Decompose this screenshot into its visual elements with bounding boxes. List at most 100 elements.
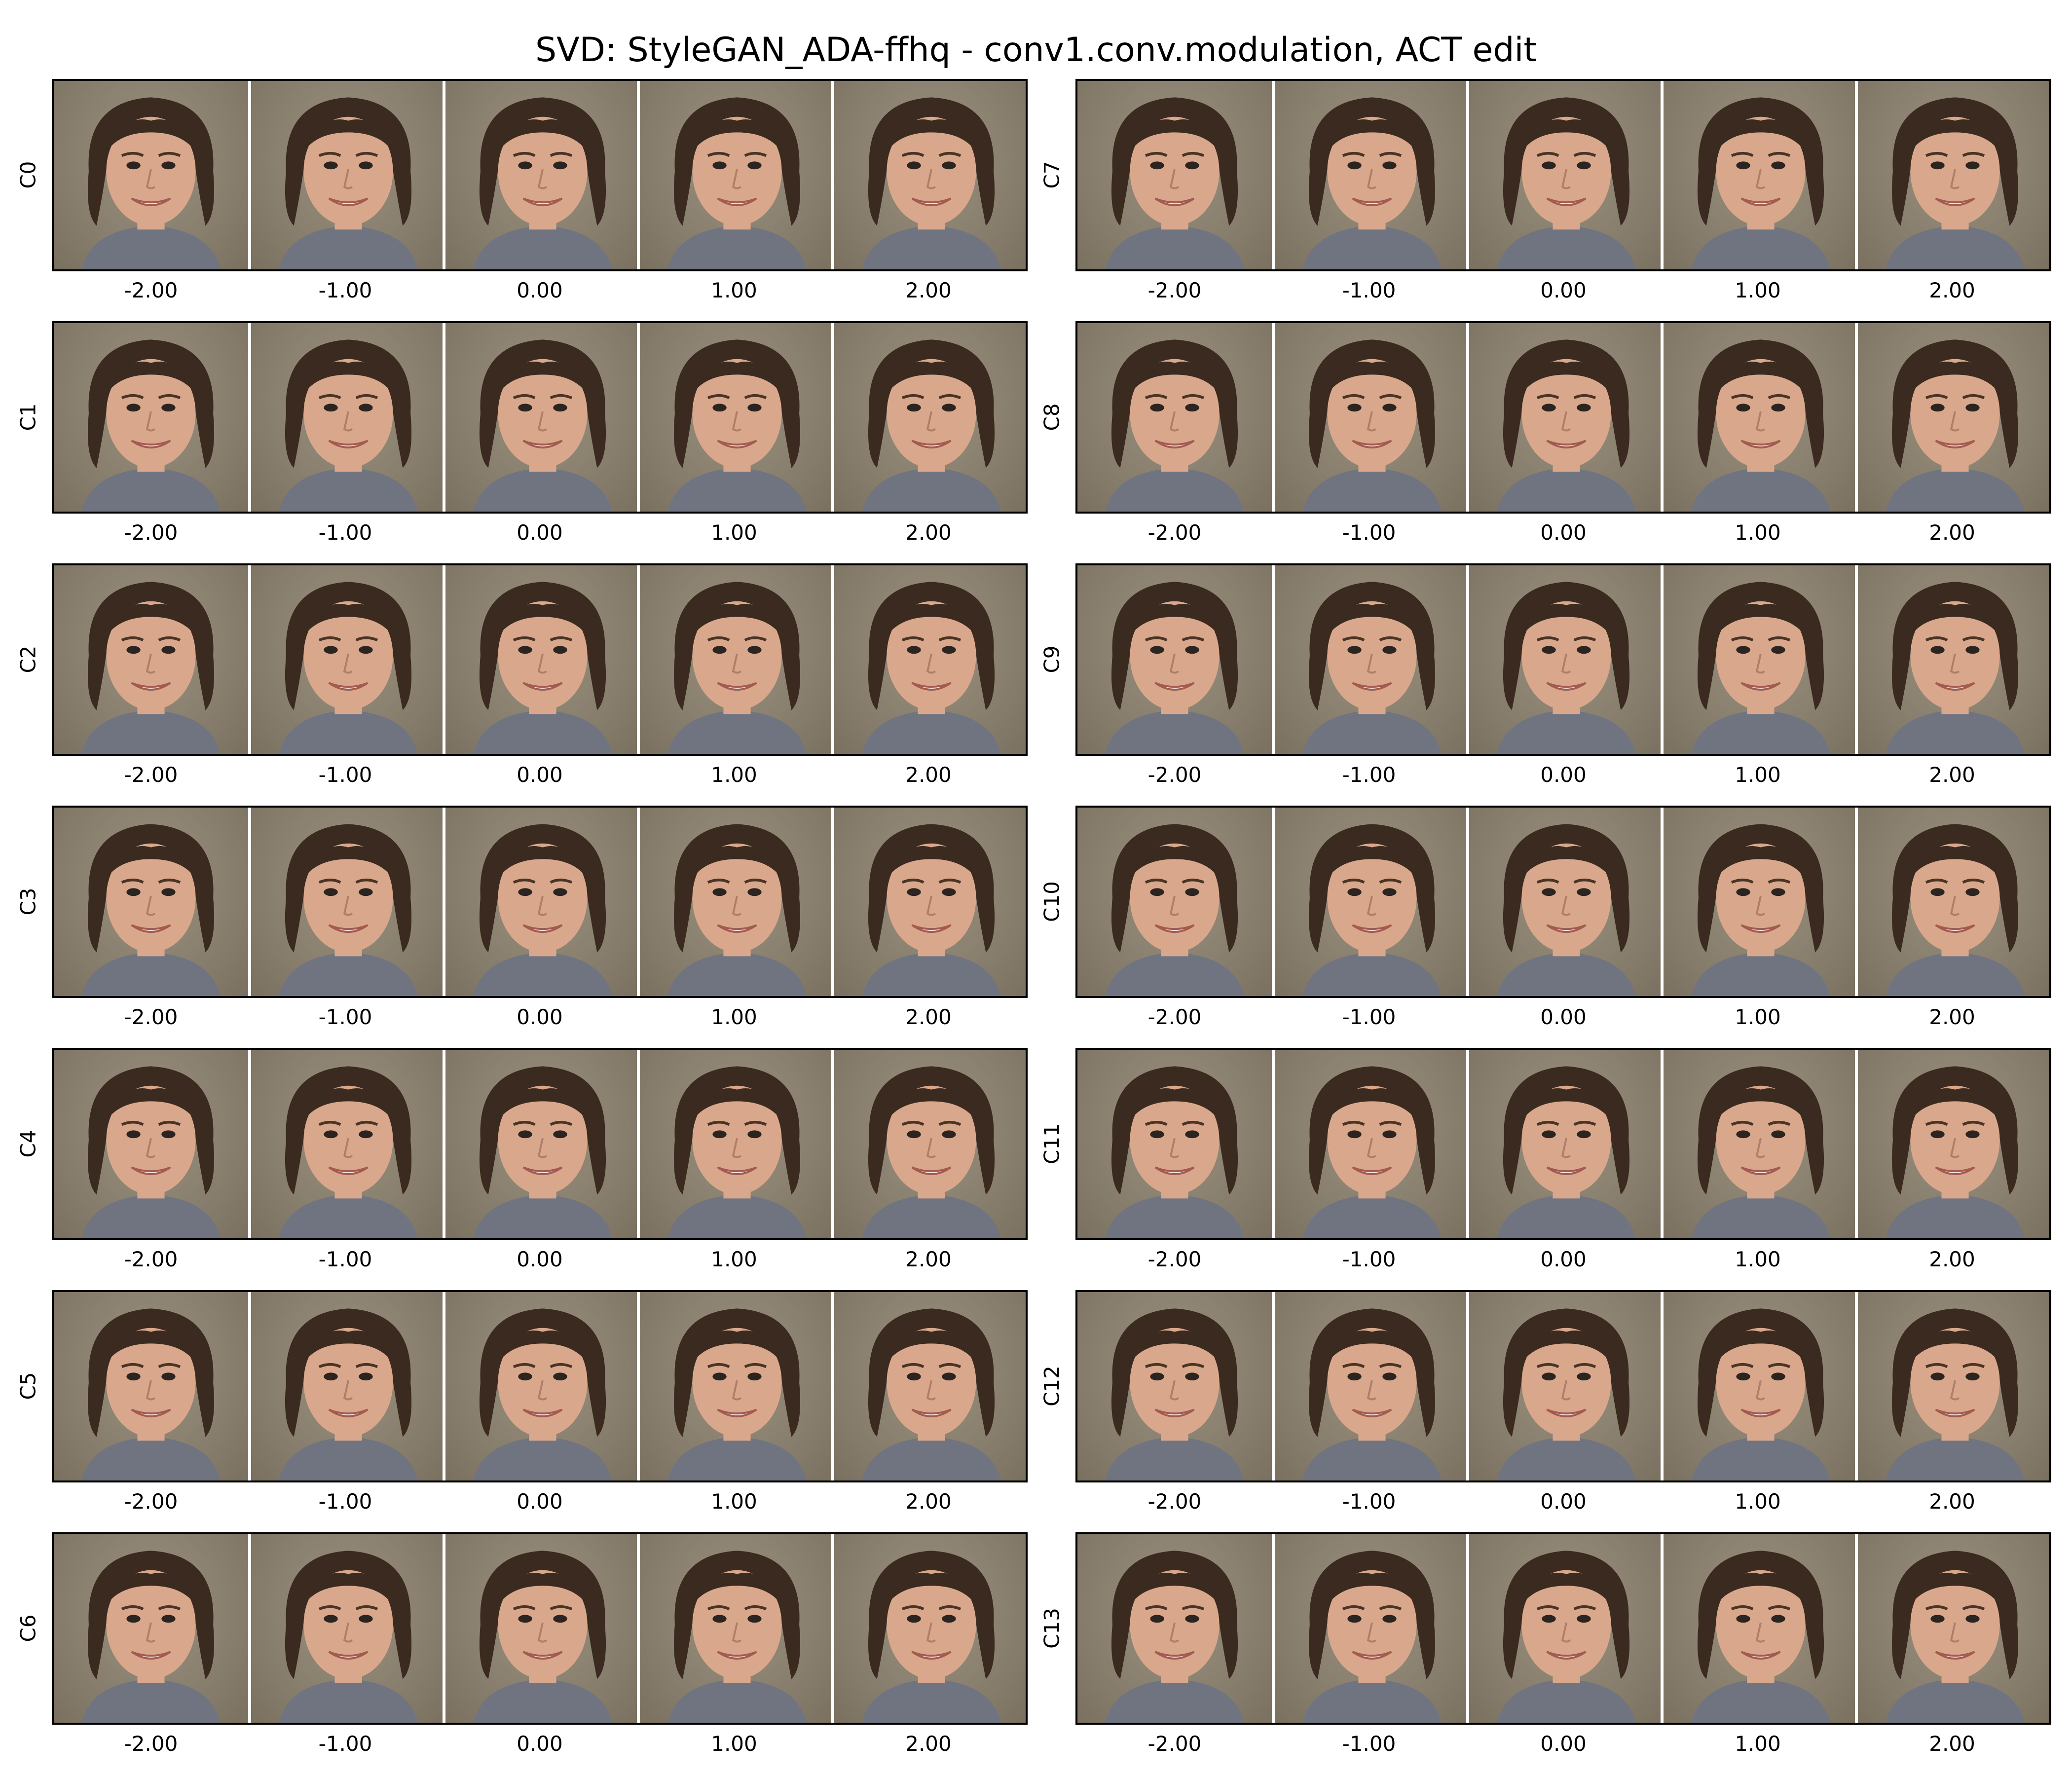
image-cell [637, 808, 834, 996]
image-cell [54, 1050, 248, 1238]
face-photo [473, 1066, 612, 1238]
component-row: C3 [16, 806, 1028, 1042]
component-row: C11 [1040, 1048, 2051, 1285]
tick-label: 0.00 [517, 1489, 563, 1514]
image-cell [831, 1050, 1026, 1238]
tick-label: 2.00 [905, 1489, 952, 1514]
face-photo [1691, 824, 1830, 996]
tick-label: -1.00 [1342, 520, 1396, 545]
image-cell [1466, 81, 1664, 269]
image-strip [1075, 1532, 2051, 1725]
tick-label: 2.00 [1929, 520, 1975, 545]
row-label: C10 [1039, 881, 1064, 922]
tick-label: -1.00 [318, 1005, 372, 1029]
image-cell [1855, 1292, 2049, 1480]
tick-label: 0.00 [517, 278, 563, 302]
image-strip [52, 563, 1028, 756]
face-photo [1302, 339, 1442, 512]
face-photo [1497, 1551, 1636, 1723]
face-photo [1105, 1066, 1244, 1238]
face-photo [1302, 824, 1442, 996]
face-photo [1497, 1066, 1636, 1238]
tick-label: -1.00 [318, 520, 372, 545]
tick-label: 0.00 [517, 1732, 563, 1756]
image-cell [248, 1534, 445, 1723]
image-cell [1077, 323, 1272, 512]
image-cell [637, 1050, 834, 1238]
row-label: C3 [16, 888, 40, 916]
face-photo [279, 824, 418, 996]
tick-label: 0.00 [517, 520, 563, 545]
image-cell [1855, 1534, 2049, 1723]
row-label: C5 [16, 1372, 40, 1400]
face-photo [81, 824, 221, 996]
image-cell [248, 81, 445, 269]
face-photo [473, 1551, 612, 1723]
tick-label: 0.00 [1540, 763, 1587, 787]
tick-label: -2.00 [124, 1489, 178, 1514]
image-cell [1272, 565, 1469, 754]
tick-label: 1.00 [1735, 1489, 1781, 1514]
tick-label: 2.00 [905, 763, 952, 787]
image-strip [52, 1048, 1028, 1240]
image-cell [831, 1292, 1026, 1480]
image-cell [1077, 565, 1272, 754]
face-photo [667, 824, 807, 996]
image-cell [248, 808, 445, 996]
face-photo [81, 339, 221, 512]
face-photo [1105, 339, 1244, 512]
component-row: C0 [16, 79, 1028, 316]
face-photo [1497, 582, 1636, 754]
image-cell [1661, 808, 1858, 996]
tick-label: 1.00 [1735, 1005, 1781, 1029]
component-row: C1 [16, 321, 1028, 558]
tick-label: 2.00 [905, 520, 952, 545]
image-cell [831, 81, 1026, 269]
tick-label: -1.00 [318, 1247, 372, 1271]
tick-label: 1.00 [711, 520, 757, 545]
tick-label: 0.00 [517, 1247, 563, 1271]
tick-label: -2.00 [124, 1732, 178, 1756]
image-cell [1466, 1050, 1664, 1238]
tick-label: 1.00 [1735, 520, 1781, 545]
face-photo [1497, 339, 1636, 512]
image-cell [637, 1292, 834, 1480]
image-cell [1855, 1050, 2049, 1238]
tick-label: -2.00 [124, 520, 178, 545]
row-label: C12 [1039, 1366, 1064, 1406]
image-cell [1272, 1534, 1469, 1723]
image-strip [52, 1532, 1028, 1725]
tick-label: -2.00 [124, 1247, 178, 1271]
image-cell [1272, 808, 1469, 996]
tick-label: -2.00 [1147, 520, 1202, 545]
face-photo [81, 97, 221, 269]
face-photo [1691, 1551, 1830, 1723]
figure-title: SVD: StyleGAN_ADA-ffhq - conv1.conv.modu… [535, 31, 1537, 70]
tick-label: -2.00 [1147, 763, 1202, 787]
tick-label: 0.00 [1540, 1732, 1587, 1756]
tick-label: 2.00 [1929, 1005, 1975, 1029]
face-photo [862, 1308, 1001, 1480]
tick-label: -2.00 [1147, 1005, 1202, 1029]
face-photo [667, 1551, 807, 1723]
face-photo [1302, 582, 1442, 754]
tick-label: 1.00 [711, 1489, 757, 1514]
tick-label: 0.00 [517, 1005, 563, 1029]
face-photo [279, 582, 418, 754]
tick-label: -2.00 [1147, 1489, 1202, 1514]
face-photo [81, 1066, 221, 1238]
tick-label: 2.00 [1929, 763, 1975, 787]
face-photo [1302, 97, 1442, 269]
image-cell [1272, 1050, 1469, 1238]
face-photo [667, 97, 807, 269]
face-photo [1105, 1308, 1244, 1480]
image-cell [831, 808, 1026, 996]
image-cell [1466, 808, 1664, 996]
image-cell [54, 1534, 248, 1723]
image-cell [1077, 1292, 1272, 1480]
face-photo [473, 1308, 612, 1480]
tick-label: 1.00 [1735, 278, 1781, 302]
tick-label: -1.00 [1342, 763, 1396, 787]
image-strip [52, 79, 1028, 271]
tick-label: -1.00 [1342, 1732, 1396, 1756]
